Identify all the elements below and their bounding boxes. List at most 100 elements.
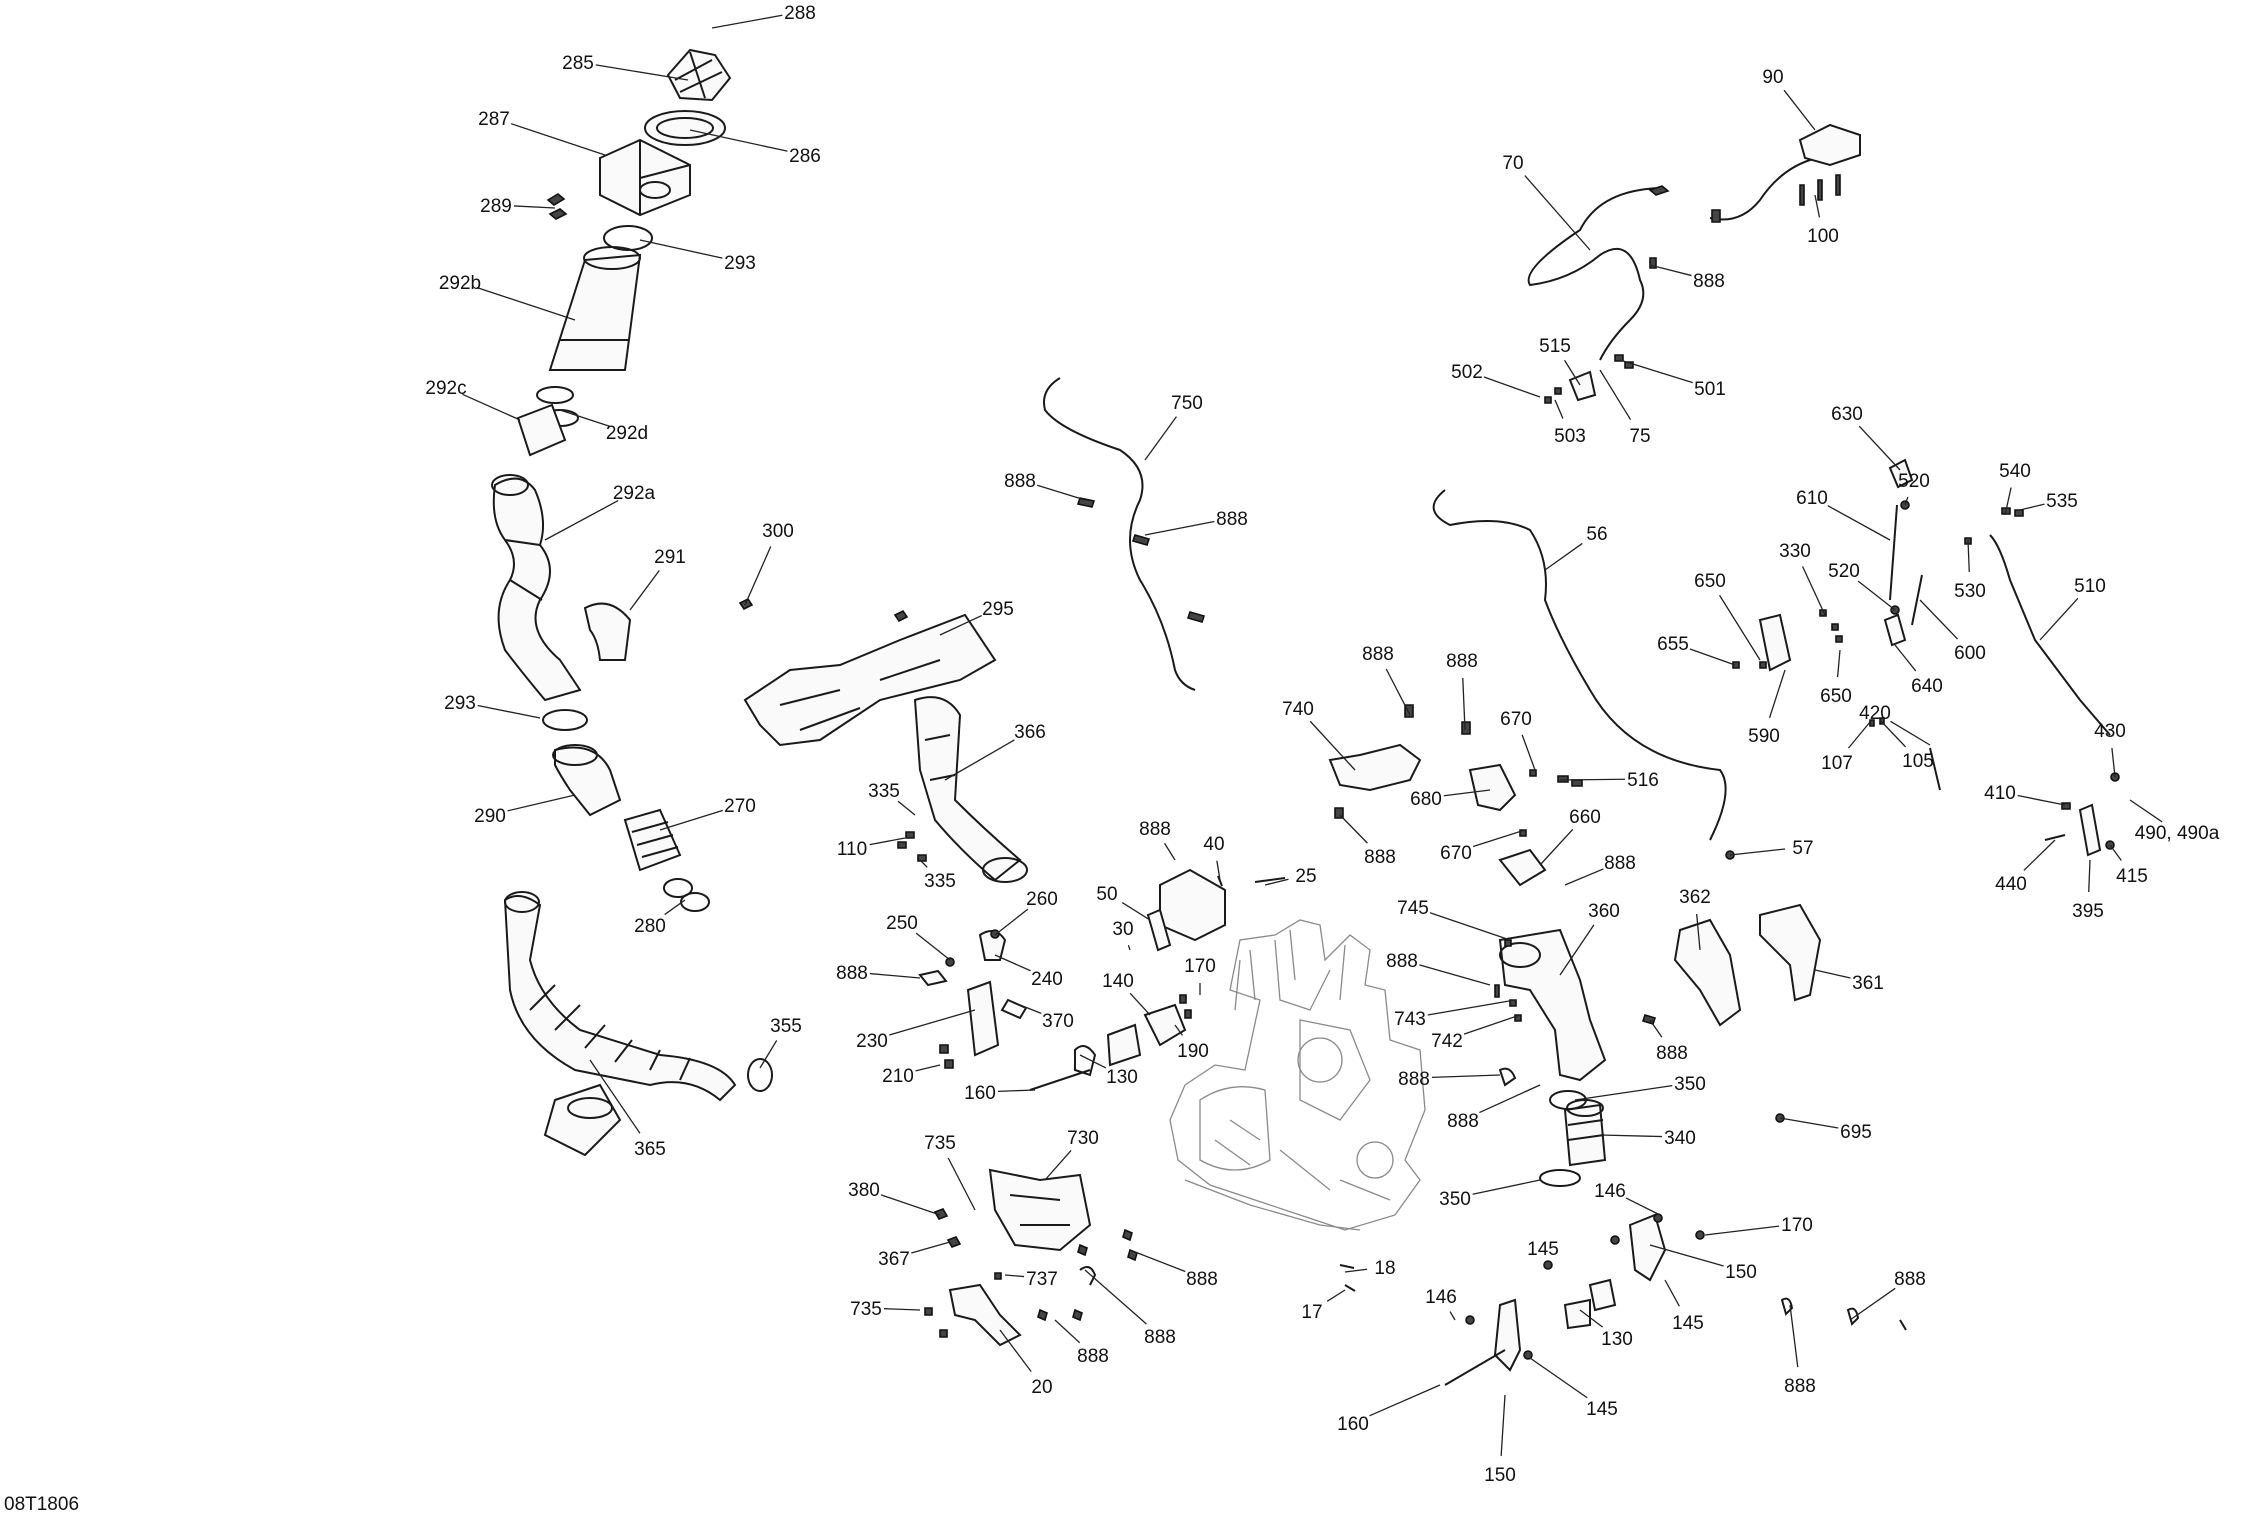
leader-line — [1599, 369, 1632, 421]
leader-line — [897, 800, 916, 816]
callout-label: 293 — [724, 253, 756, 274]
callout-label: 288 — [784, 3, 816, 24]
leader-line — [1890, 720, 1931, 746]
callout-label: 735 — [850, 1299, 882, 1320]
leader-line — [1500, 1394, 1506, 1457]
leader-line — [1037, 484, 1086, 501]
callout-label: 291 — [654, 547, 686, 568]
callout-label: 420 — [1859, 703, 1891, 724]
callout-label: 355 — [770, 1016, 802, 1037]
callout-label: 410 — [1984, 783, 2016, 804]
callout-label: 20 — [1031, 1377, 1052, 1398]
leader-line — [1427, 999, 1516, 1016]
callout-label: 40 — [1203, 834, 1224, 855]
callout-label: 160 — [964, 1083, 996, 1104]
callout-label: 292d — [606, 423, 648, 444]
leader-line — [1847, 721, 1871, 749]
leader-line — [1801, 566, 1826, 616]
callout-label: 286 — [789, 146, 821, 167]
leader-line — [1783, 89, 1816, 131]
throttle-cable-parts — [1432, 123, 1861, 860]
leader-line — [1718, 594, 1761, 661]
callout-label: 370 — [1042, 1011, 1074, 1032]
leader-line — [1649, 1244, 1724, 1267]
leader-line — [1019, 1004, 1042, 1014]
callout-label: 150 — [1484, 1465, 1516, 1486]
callout-label: 140 — [1102, 971, 1134, 992]
callout-label: 270 — [724, 796, 756, 817]
leader-line — [1574, 1084, 1673, 1101]
callout-label: 287 — [478, 109, 510, 130]
callout-label: 300 — [762, 521, 794, 542]
callout-label: 888 — [1656, 1043, 1688, 1064]
callout-label: 888 — [836, 963, 868, 984]
leader-line — [869, 837, 906, 846]
leader-line — [1479, 1084, 1541, 1114]
leader-line — [1529, 1357, 1588, 1399]
callout-label: 280 — [634, 916, 666, 937]
callout-label: 292a — [613, 483, 656, 504]
callout-label: 430 — [2094, 721, 2126, 742]
leader-line — [1649, 1019, 1663, 1038]
callout-label: 740 — [1282, 699, 1314, 720]
leader-line — [1084, 1269, 1147, 1325]
leader-line — [997, 1089, 1036, 1092]
linkage-parts — [1732, 458, 2120, 857]
heat-shield-parts — [738, 597, 1028, 883]
leader-line — [476, 287, 576, 321]
callout-label: 335 — [868, 781, 900, 802]
leader-line — [1696, 913, 1701, 951]
leader-line — [2109, 844, 2122, 861]
leader-line — [711, 14, 783, 29]
leader-line — [1768, 669, 1786, 719]
callout-label: 888 — [1446, 651, 1478, 672]
leader-line — [1163, 842, 1176, 861]
leader-line — [1559, 924, 1595, 976]
leader-line — [1431, 1074, 1501, 1079]
callout-label: 260 — [1026, 889, 1058, 910]
leader-line — [1827, 505, 1891, 541]
callout-label: 650 — [1694, 571, 1726, 592]
callout-label: 510 — [2074, 576, 2106, 597]
callout-label: 888 — [1386, 951, 1418, 972]
callout-label: 361 — [1852, 973, 1884, 994]
callout-label: 750 — [1171, 393, 1203, 414]
leader-line — [1004, 1274, 1025, 1278]
callout-label: 640 — [1911, 676, 1943, 697]
leader-line — [1344, 1268, 1368, 1273]
callout-label: 660 — [1569, 807, 1601, 828]
leader-line — [2129, 799, 2163, 823]
callout-label: 888 — [1784, 1376, 1816, 1397]
leader-line — [759, 1040, 778, 1069]
leader-line — [1369, 1384, 1441, 1417]
callout-label: 290 — [474, 806, 506, 827]
leader-line — [1339, 814, 1368, 844]
callout-label: 130 — [1601, 1329, 1633, 1350]
leader-line — [1689, 648, 1736, 666]
leader-line — [689, 129, 788, 152]
callout-label: 90 — [1762, 67, 1783, 88]
callout-label: 293 — [444, 693, 476, 714]
leader-line — [1385, 668, 1411, 716]
leader-line — [1419, 964, 1491, 986]
callout-label: 366 — [1014, 722, 1046, 743]
leader-line — [1664, 1279, 1680, 1307]
callout-label: 130 — [1106, 1067, 1138, 1088]
leader-line — [1127, 944, 1131, 951]
leader-line — [1544, 542, 1583, 571]
callout-label: 250 — [886, 913, 918, 934]
leader-line — [1789, 1304, 1799, 1368]
leader-line — [1326, 1289, 1346, 1302]
callout-label: 289 — [480, 196, 512, 217]
callout-label: 30 — [1112, 919, 1133, 940]
callout-label: 888 — [1077, 1346, 1109, 1367]
leader-line — [1836, 649, 1841, 678]
callout-label: 146 — [1425, 1287, 1457, 1308]
callout-label: 888 — [1398, 1069, 1430, 1090]
callout-label: 888 — [1139, 819, 1171, 840]
callout-label: 888 — [1186, 1269, 1218, 1290]
callout-label: 730 — [1067, 1128, 1099, 1149]
callout-label: 520 — [1898, 471, 1930, 492]
